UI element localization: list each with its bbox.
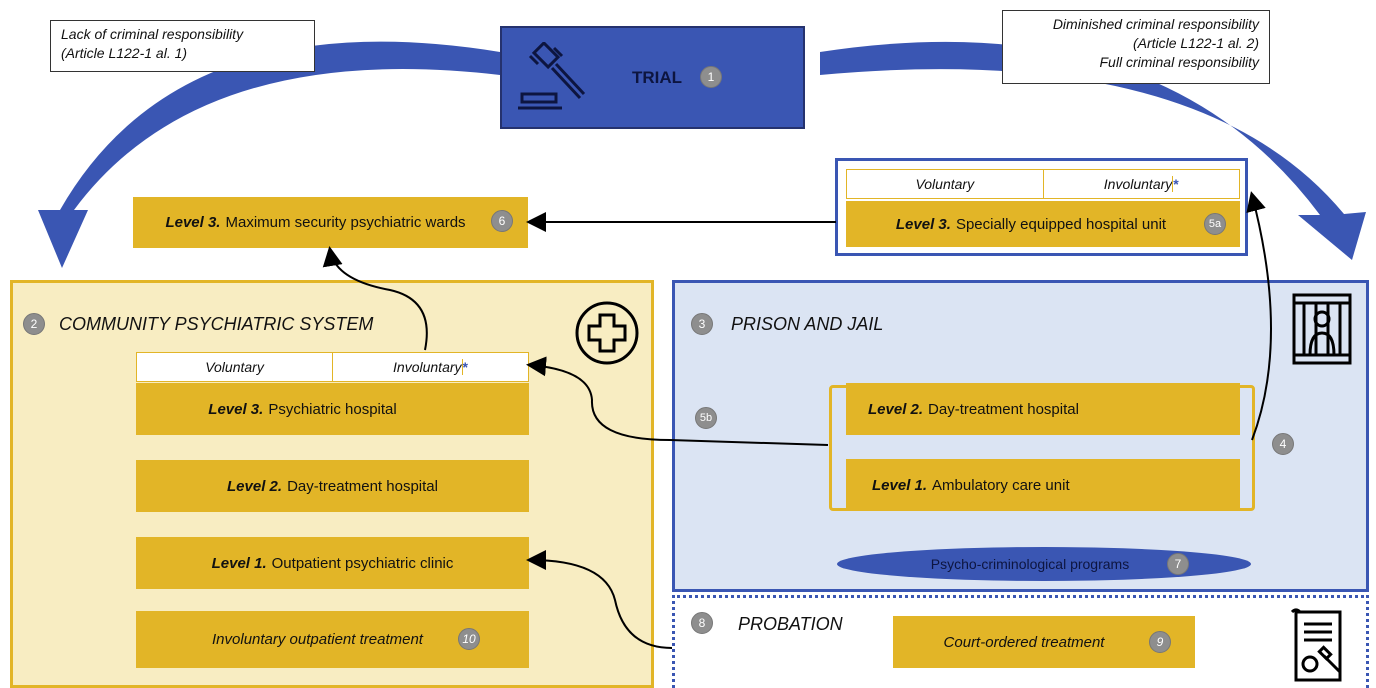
- arrow-bracket-to-uhsa: [1246, 191, 1272, 441]
- community-level3-text: Psychiatric hospital: [268, 400, 397, 418]
- community-tabs: Voluntary Involuntary*: [136, 352, 529, 382]
- court-document-icon: [1290, 608, 1342, 682]
- court-ordered-badge: 9: [1149, 631, 1171, 653]
- probation-title: PROBATION: [738, 614, 843, 634]
- arrow-community-to-max: [322, 246, 428, 351]
- medical-cross-icon: [575, 301, 639, 365]
- note-lack-line1: Lack of criminal responsibility: [61, 26, 244, 42]
- community-title: COMMUNITY PSYCHIATRIC SYSTEM: [59, 314, 374, 334]
- transfer-badge: 5b: [695, 407, 717, 429]
- note-diminished-line1: Diminished criminal responsibility: [1052, 16, 1259, 32]
- community-level2-level: Level 2.: [227, 477, 283, 495]
- curved-arrow-left: [38, 41, 500, 269]
- prison-level2-level: Level 2.: [868, 400, 924, 418]
- community-badge: 2: [23, 313, 45, 335]
- prison-level1-text: Ambulatory care unit: [932, 476, 1070, 494]
- max-security-wards-box: Level 3. Maximum security psychiatric wa…: [133, 197, 528, 248]
- community-tab-voluntary: Voluntary: [205, 359, 264, 375]
- community-level1-text: Outpatient psychiatric clinic: [271, 554, 454, 572]
- programs-badge: 7: [1167, 553, 1189, 575]
- note-lack-responsibility: Lack of criminal responsibility (Article…: [50, 20, 315, 72]
- prison-level1-box: Level 1. Ambulatory care unit: [846, 459, 1240, 511]
- uhsa-asterisk: *: [1172, 176, 1179, 192]
- psycho-criminological-programs: Psycho-criminological programs 7: [837, 547, 1251, 581]
- arrow-probation-to-community: [526, 550, 673, 649]
- court-ordered-text: Court-ordered treatment: [943, 633, 1105, 651]
- note-diminished-line3: Full criminal responsibility: [1099, 54, 1260, 70]
- prison-bars-icon: [1292, 293, 1352, 365]
- probation-badge: 8: [691, 612, 713, 634]
- court-ordered-box: Court-ordered treatment 9: [893, 616, 1195, 668]
- prison-level2-text: Day-treatment hospital: [928, 400, 1079, 418]
- curved-arrow-right: [820, 41, 1366, 261]
- trial-label: TRIAL: [632, 68, 683, 87]
- max-security-badge: 6: [491, 210, 513, 232]
- prison-level1-level: Level 1.: [872, 476, 928, 494]
- uhsa-level: Level 3.: [895, 215, 951, 233]
- trial-badge: 1: [700, 66, 722, 88]
- probation-panel: 8 PROBATION Court-ordered treatment 9: [672, 595, 1369, 688]
- community-level2-text: Day-treatment hospital: [287, 477, 438, 495]
- community-level3-box: Level 3. Psychiatric hospital: [136, 383, 529, 435]
- arrow-prison-to-community: [526, 356, 829, 446]
- uhsa-level3-box: Level 3. Specially equipped hospital uni…: [846, 201, 1240, 247]
- community-level1-level: Level 1.: [211, 554, 267, 572]
- community-level3-level: Level 3.: [208, 400, 264, 418]
- programs-text: Psycho-criminological programs: [930, 556, 1130, 572]
- prison-badge: 3: [691, 313, 713, 335]
- uhsa-text: Specially equipped hospital unit: [955, 215, 1167, 233]
- community-level1-box: Level 1. Outpatient psychiatric clinic: [136, 537, 529, 589]
- involuntary-outpatient-box: Involuntary outpatient treatment 10: [136, 611, 529, 668]
- community-asterisk: *: [461, 359, 468, 375]
- community-psychiatric-panel: 2 COMMUNITY PSYCHIATRIC SYSTEM Voluntary…: [10, 280, 654, 688]
- note-diminished-line2: (Article L122-1 al. 2): [1132, 35, 1259, 51]
- uhsa-involuntary-text: Involuntary: [1103, 176, 1173, 192]
- involuntary-outpatient-text: Involuntary outpatient treatment: [212, 631, 423, 648]
- max-security-text: Maximum security psychiatric wards: [225, 214, 466, 231]
- trial-box: TRIAL 1: [500, 26, 805, 129]
- community-level2-box: Level 2. Day-treatment hospital: [136, 460, 529, 512]
- uhsa-tabs: Voluntary Involuntary*: [846, 169, 1240, 199]
- prison-level2-box: Level 2. Day-treatment hospital: [846, 383, 1240, 435]
- prison-title: PRISON AND JAIL: [731, 314, 884, 334]
- note-lack-line2: (Article L122-1 al. 1): [61, 45, 188, 61]
- max-security-level: Level 3.: [165, 214, 221, 231]
- uhsa-tab-involuntary: Involuntary*: [1042, 170, 1240, 198]
- gavel-icon: [518, 42, 586, 110]
- community-tab-involuntary: Involuntary*: [332, 353, 528, 381]
- note-diminished-responsibility: Diminished criminal responsibility (Arti…: [1002, 10, 1270, 84]
- involuntary-outpatient-badge: 10: [458, 628, 480, 650]
- uhsa-tab-voluntary: Voluntary: [915, 176, 975, 192]
- community-involuntary-text: Involuntary: [393, 359, 462, 375]
- bracket-badge: 4: [1272, 433, 1294, 455]
- uhsa-frame: Voluntary Involuntary* Level 3. Speciall…: [835, 158, 1248, 256]
- uhsa-badge: 5a: [1204, 213, 1226, 235]
